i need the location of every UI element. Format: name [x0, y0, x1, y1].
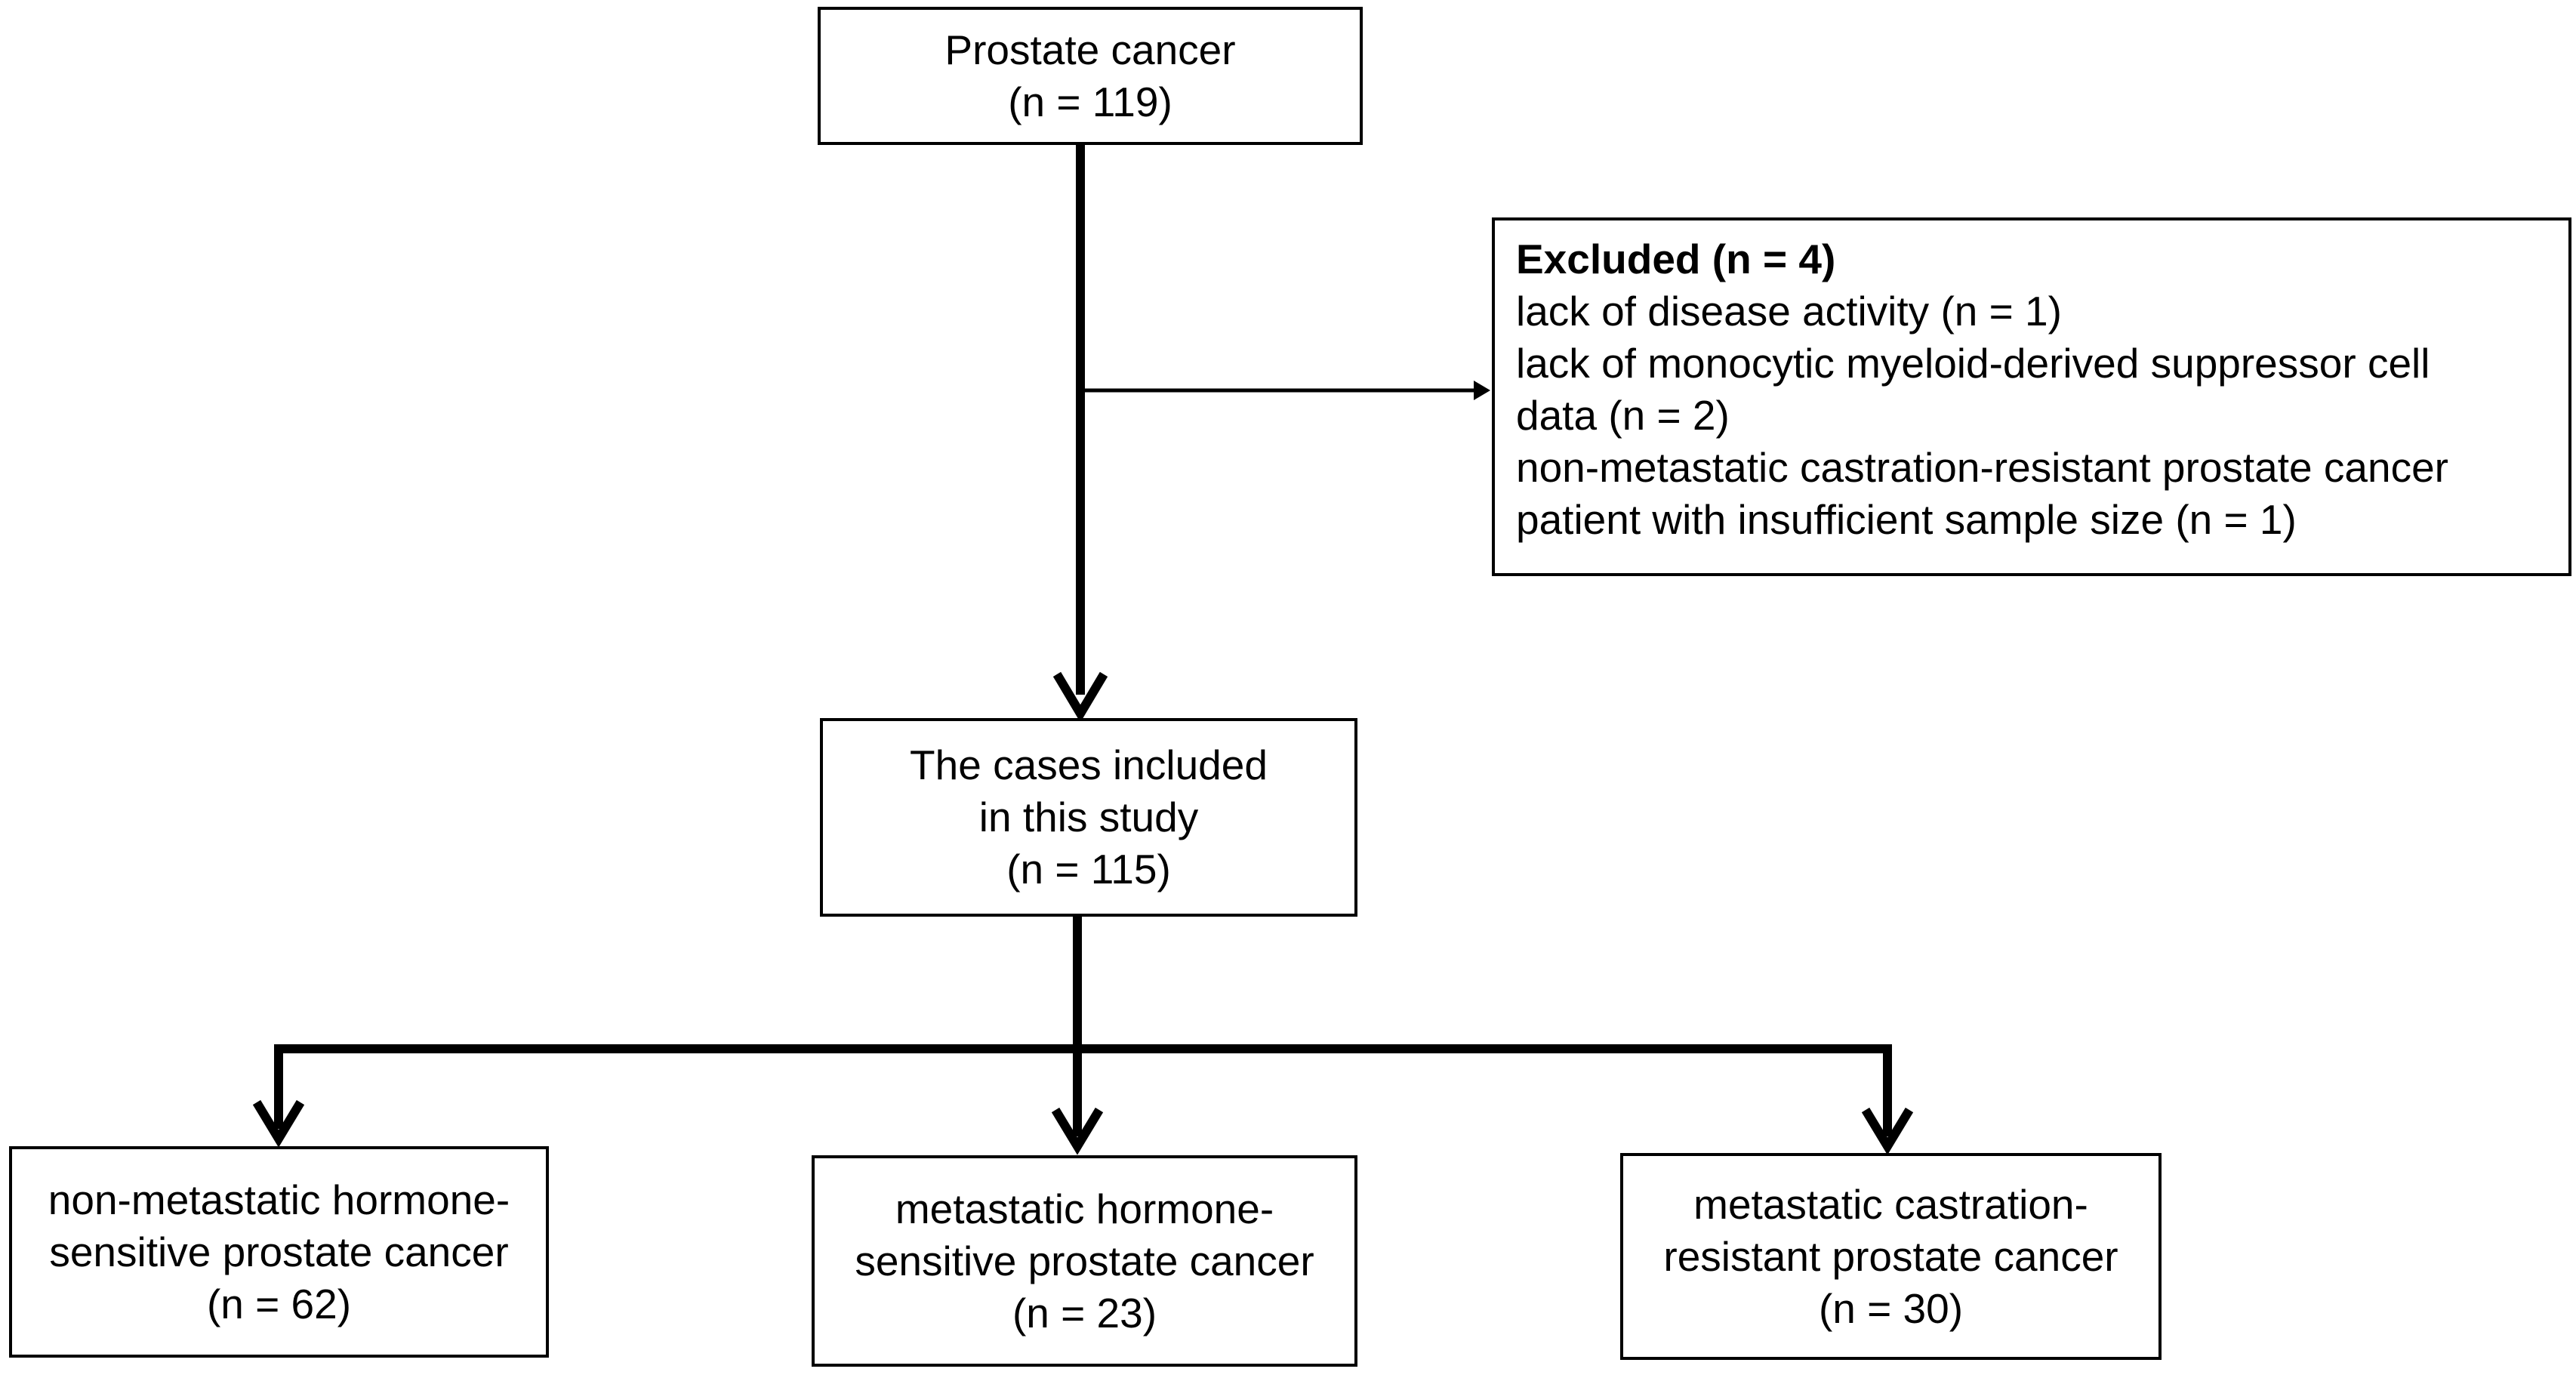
box-count: (n = 119): [1008, 78, 1172, 125]
excluded-reason: patient with insufficient sample size (n…: [1516, 496, 2297, 543]
group-box-mcrpc: metastatic castration- resistant prostat…: [1620, 1153, 2162, 1360]
box-count: (n = 115): [1006, 846, 1171, 893]
box-count: (n = 62): [206, 1280, 352, 1327]
group-box-nmhspc: non-metastatic hormone- sensitive prosta…: [9, 1146, 549, 1358]
group-box-mhspc: metastatic hormone- sensitive prostate c…: [812, 1155, 1357, 1367]
left-arrowhead: [252, 1099, 305, 1148]
box-count: (n = 23): [1012, 1289, 1157, 1336]
middle-arrowhead: [1051, 1107, 1104, 1155]
box-line: metastatic hormone-: [895, 1185, 1274, 1232]
excluded-box: Excluded (n = 4) lack of disease activit…: [1492, 217, 2571, 576]
box-line: sensitive prostate cancer: [855, 1237, 1314, 1284]
included-cases-box: The cases included in this study (n = 11…: [820, 718, 1357, 917]
excluded-reason: data (n = 2): [1516, 392, 1730, 439]
main-arrowhead: [1052, 671, 1108, 723]
box-line: in this study: [978, 794, 1199, 840]
prostate-cancer-box: Prostate cancer (n = 119): [818, 7, 1363, 145]
box-count: (n = 30): [1818, 1284, 1964, 1332]
box-line: resistant prostate cancer: [1663, 1232, 2118, 1280]
excluded-reason: lack of monocytic myeloid-derived suppre…: [1516, 340, 2430, 387]
excluded-heading: Excluded (n = 4): [1516, 236, 1836, 282]
box-line: The cases included: [910, 741, 1268, 788]
box-line: Prostate cancer: [944, 26, 1236, 73]
excluded-reason: non-metastatic castration-resistant pros…: [1516, 444, 2449, 491]
excluded-reason: lack of disease activity (n = 1): [1516, 288, 2062, 335]
box-line: metastatic castration-: [1693, 1180, 2088, 1228]
box-line: non-metastatic hormone-: [48, 1176, 510, 1223]
exclusion-arrowhead: [1474, 381, 1490, 400]
right-arrowhead: [1861, 1107, 1914, 1155]
box-line: sensitive prostate cancer: [49, 1228, 509, 1275]
